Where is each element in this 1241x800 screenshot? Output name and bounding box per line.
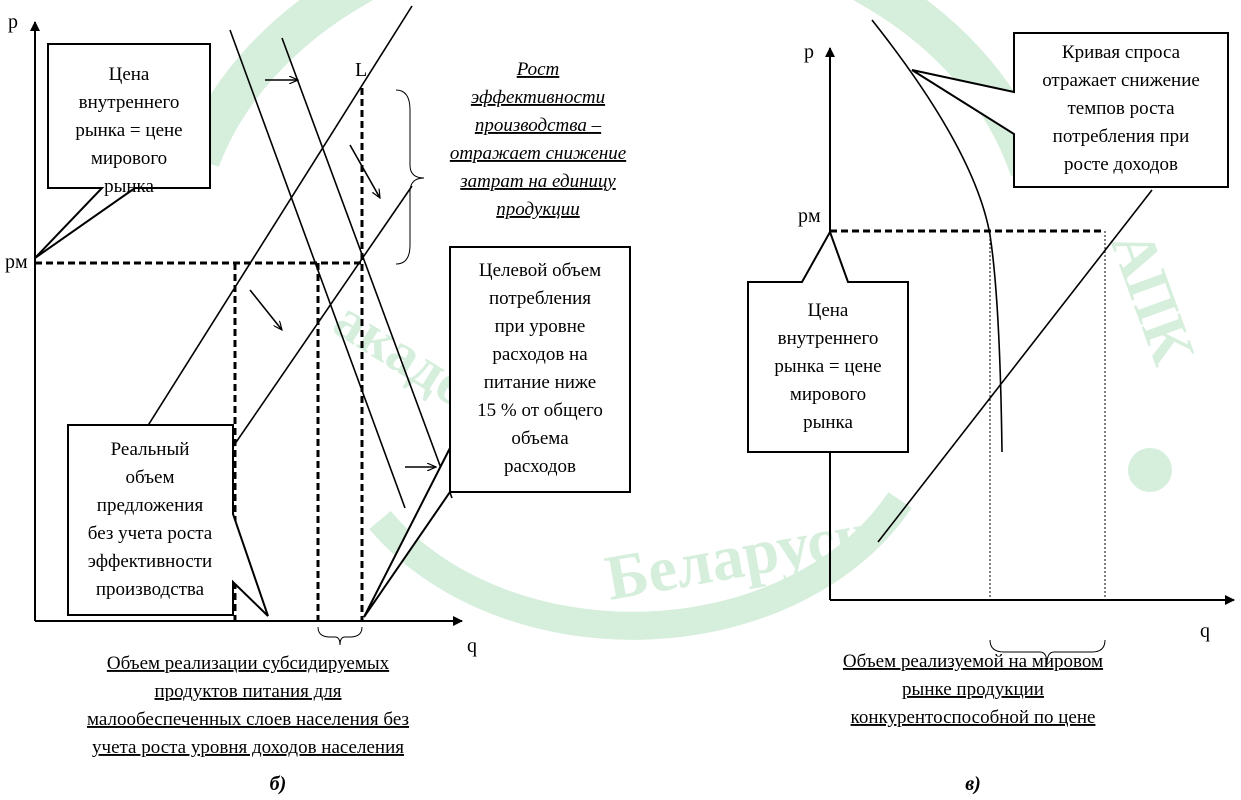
watermark-right-text: АПК: [1097, 222, 1208, 373]
callout-target: [363, 246, 631, 618]
left-pm-label: pм: [5, 251, 28, 273]
right-q-label: q: [1200, 620, 1210, 642]
callout-real-supply-text: Реальный объем предложения без учета рос…: [88, 439, 213, 600]
callout-real-line-3: предложения: [97, 495, 204, 516]
efficiency-note-line-3: производства –: [475, 115, 602, 136]
demand-curve-right: [871, 19, 1003, 453]
callout-price-right-line-4: мирового: [790, 384, 866, 405]
right-panel-label: в): [965, 773, 981, 795]
callout-price-left-line-1: Цена: [109, 64, 150, 85]
callout-price-left: [34, 43, 211, 259]
watermark-arc-top: [181, 0, 1049, 177]
right-p-label: p: [804, 41, 814, 63]
callout-target-line-4: расходов на: [492, 344, 588, 365]
efficiency-note: Рост эффективности производства – отража…: [450, 59, 626, 220]
callout-price-right: [747, 229, 909, 453]
callout-real-line-5: эффективности: [88, 551, 212, 572]
shift-arrow-2: [349, 144, 380, 198]
efficiency-note-line-1: Рост: [516, 59, 560, 80]
right-panel: p pм q Кривая спроса отражает снижение т…: [747, 19, 1235, 795]
callout-real-line-4: без учета роста: [88, 523, 213, 544]
shift-arrow-3: [249, 289, 282, 330]
callout-price-right-line-2: внутреннего: [778, 328, 879, 349]
watermark-dot: [1128, 448, 1172, 492]
supply-curve-real: [119, 5, 413, 471]
callout-demand-line-4: потребления при: [1053, 126, 1190, 147]
callout-price-left-text: Цена внутреннего рынка = цене мирового р…: [75, 64, 182, 197]
watermark-bottom-text: Беларуси: [600, 497, 877, 614]
left-caption-line-2: продуктов питания для: [154, 681, 341, 702]
left-bottom-brace: [317, 626, 363, 646]
left-panel: p pм q L Цена внутреннего рынка = цене м…: [5, 5, 631, 795]
callout-demand-text: Кривая спроса отражает снижение темпов р…: [1042, 42, 1200, 175]
left-q-label: q: [467, 635, 477, 657]
callout-real-line-1: Реальный: [111, 439, 190, 460]
right-caption-line-3: конкурентоспособной по цене: [851, 707, 1096, 728]
callout-target-line-5: питание ниже: [484, 372, 596, 393]
left-p-label: p: [8, 11, 18, 33]
callout-demand: [911, 32, 1229, 188]
right-bottom-brace: [989, 639, 1106, 665]
callout-demand-line-5: росте доходов: [1064, 154, 1178, 175]
right-caption-line-1: Объем реализуемой на мировом: [843, 651, 1103, 672]
callout-target-text: Целевой объем потребления при уровне рас…: [477, 260, 603, 477]
callout-demand-line-2: отражает снижение: [1042, 70, 1200, 91]
callout-price-left-line-3: рынка = цене: [75, 120, 182, 141]
callout-price-right-text: Цена внутреннего рынка = цене мирового р…: [774, 300, 881, 433]
callout-price-right-line-5: рынка: [803, 412, 853, 433]
efficiency-note-line-4: отражает снижение: [450, 143, 626, 164]
callout-target-line-6: 15 % от общего: [477, 400, 603, 421]
left-caption-line-3: малообеспеченных слоев населения без: [87, 709, 409, 730]
efficiency-note-line-2: эффективности: [471, 87, 605, 108]
callout-real-line-2: объем: [126, 467, 175, 488]
callout-price-right-line-3: рынка = цене: [774, 356, 881, 377]
callout-target-line-3: при уровне: [495, 316, 586, 337]
demand-curve-2: [281, 37, 453, 499]
callout-price-left-line-5: рынка: [104, 176, 154, 197]
efficiency-note-line-6: продукции: [496, 199, 579, 220]
callout-target-line-7: объема: [511, 428, 569, 449]
left-L-label: L: [355, 59, 367, 81]
callout-real-supply: [67, 424, 269, 617]
callout-target-line-2: потребления: [489, 288, 591, 309]
callout-price-right-line-1: Цена: [808, 300, 849, 321]
left-panel-label: б): [270, 773, 287, 795]
efficiency-brace: [395, 89, 425, 265]
efficiency-note-line-5: затрат на единицу: [459, 171, 616, 192]
callout-target-line-1: Целевой объем: [479, 260, 601, 281]
left-caption-line-4: учета роста уровня доходов населения: [92, 737, 404, 758]
callout-price-left-line-4: мирового: [91, 148, 167, 169]
callout-target-line-8: расходов: [504, 456, 576, 477]
right-pm-label: pм: [798, 205, 821, 227]
left-x-caption: Объем реализации субсидируемых продуктов…: [87, 653, 409, 758]
right-x-caption: Объем реализуемой на мировом рынке проду…: [843, 651, 1103, 728]
right-caption-line-2: рынке продукции: [902, 679, 1044, 700]
callout-demand-line-1: Кривая спроса: [1062, 42, 1181, 63]
supply-curve-right: [877, 189, 1153, 543]
callout-price-left-line-2: внутреннего: [79, 92, 180, 113]
callout-demand-line-3: темпов роста: [1067, 98, 1175, 119]
supply-curve-efficiency: [227, 185, 413, 455]
left-caption-line-1: Объем реализации субсидируемых: [107, 653, 390, 674]
callout-real-line-6: производства: [96, 579, 205, 600]
watermark-arc-bottom: [369, 492, 912, 640]
